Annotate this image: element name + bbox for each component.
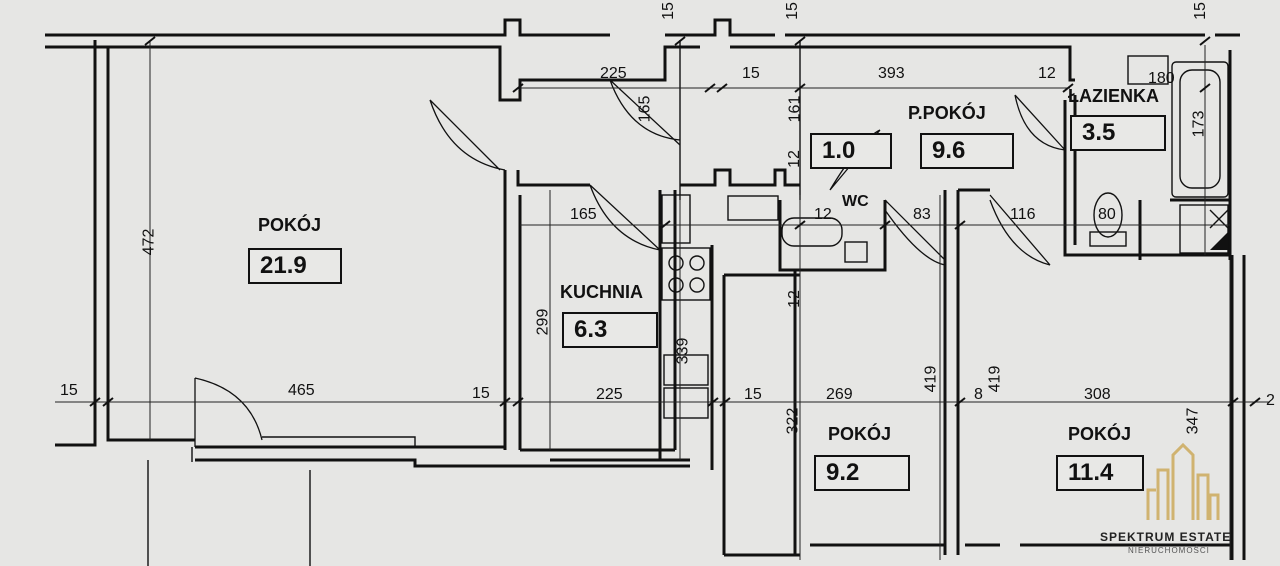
- brand-name: SPEKTRUM ESTATE: [1100, 530, 1232, 544]
- burner-2: [689, 255, 705, 271]
- door-corridor: [609, 79, 681, 146]
- boiler-marker: [1210, 232, 1228, 250]
- sink-icon: [1127, 55, 1169, 85]
- bathtub-icon: [1171, 61, 1229, 198]
- room-wc-name: WC: [842, 193, 869, 210]
- brand-tagline: NIERUCHOMOŚCI: [1128, 546, 1210, 555]
- dimension-ticks: [89, 36, 1261, 407]
- dim-80: 80: [1098, 206, 1116, 223]
- dim-line-verticals: [149, 40, 1231, 560]
- burner-4: [689, 277, 705, 293]
- room-living-area: 21.9: [248, 248, 342, 284]
- dim-465: 465: [288, 382, 315, 399]
- dim-225-kitchen: 225: [596, 386, 623, 403]
- door-room-right: [989, 194, 1051, 266]
- dim-12-top: 12: [1038, 65, 1056, 82]
- room-wc-area: 1.0: [810, 133, 892, 169]
- dim-15-living: 15: [472, 385, 490, 402]
- wall-mid-room: [724, 188, 990, 555]
- dim-322-vertical: 322: [784, 407, 802, 435]
- burner-1: [668, 255, 684, 271]
- dim-116: 116: [1010, 206, 1036, 223]
- room-living-name: POKÓJ: [258, 215, 322, 235]
- wall-bathroom: [1063, 95, 1230, 260]
- room-hall-area: 9.6: [920, 133, 1014, 169]
- dim-15-top-a: 15: [659, 2, 677, 20]
- dim-15-left: 15: [60, 382, 78, 399]
- door-bathroom: [1014, 94, 1066, 151]
- outer-wall-top: [45, 18, 1240, 37]
- cabinet-icon: [727, 195, 779, 221]
- fridge-icon: [661, 194, 691, 244]
- room-bathroom-area: 3.5: [1070, 115, 1166, 151]
- wall-right-outer: [1020, 255, 1246, 560]
- boiler-icon: [1179, 204, 1229, 254]
- dim-299-vertical: 299: [534, 308, 552, 336]
- dim-15-mid: 15: [744, 386, 762, 403]
- wall-corridor: [680, 168, 887, 272]
- room-kitchen-area: 6.3: [562, 312, 658, 348]
- toilet-icon: [1093, 192, 1123, 238]
- wall-bottom-mid: [724, 543, 1000, 557]
- dim-173-vertical: 173: [1190, 110, 1208, 138]
- dim-15-top: 15: [742, 65, 760, 82]
- balcony: [147, 436, 416, 566]
- door-living: [429, 99, 506, 171]
- dim-2: 2: [1266, 392, 1275, 409]
- dim-165-kitchen: 165: [570, 206, 597, 223]
- door-balcony: [194, 377, 263, 447]
- room-mid-name: POKÓJ: [828, 424, 892, 444]
- dim-12-vertical-1: 12: [785, 150, 803, 168]
- room-right-area: 11.4: [1056, 455, 1144, 491]
- door-kitchen: [589, 184, 661, 251]
- counter-2: [663, 387, 709, 419]
- wall-living-right: [503, 170, 590, 450]
- outer-wall-left: [55, 40, 195, 447]
- outer-wall-bottom: [195, 445, 690, 468]
- wall-kitchen-right: [658, 190, 726, 555]
- dim-308: 308: [1084, 386, 1111, 403]
- stove-icon: [661, 247, 711, 301]
- room-hall-name: P.POKÓJ: [908, 103, 986, 123]
- corridor-divider: [679, 40, 801, 200]
- dim-15-top-b: 15: [783, 2, 801, 20]
- dim-165-vertical: 165: [636, 95, 654, 123]
- dim-393: 393: [878, 65, 905, 82]
- counter-1: [663, 354, 709, 386]
- dim-225-top: 225: [600, 65, 627, 82]
- room-mid-area: 9.2: [814, 455, 910, 491]
- dim-8: 8: [974, 386, 983, 403]
- spektrum-estate-logo: [1146, 442, 1220, 520]
- dim-180: 180: [1148, 70, 1175, 87]
- dim-12-vertical-2: 12: [785, 290, 803, 308]
- wc-sink-icon: [844, 241, 868, 263]
- wc-toilet-icon: [781, 217, 843, 247]
- room-right-name: POKÓJ: [1068, 424, 1132, 444]
- burner-3: [668, 277, 684, 293]
- bathtub-inner: [1179, 69, 1221, 189]
- room-kitchen-name: KUCHNIA: [560, 282, 643, 302]
- dim-419-vertical-1: 419: [922, 365, 940, 393]
- dim-83: 83: [913, 206, 931, 223]
- dim-419-vertical-2: 419: [986, 365, 1004, 393]
- dim-line-top: [520, 87, 1230, 226]
- toilet-tank: [1089, 231, 1127, 247]
- dim-347-vertical: 347: [1184, 407, 1202, 435]
- dim-269: 269: [826, 386, 853, 403]
- room-bathroom-name: ŁAZIENKA: [1068, 86, 1159, 106]
- dim-12-wc: 12: [814, 206, 832, 223]
- dim-472-vertical: 472: [140, 228, 158, 256]
- dim-15-top-c: 15: [1191, 2, 1209, 20]
- dim-161-vertical: 161: [786, 95, 804, 123]
- dim-339-vertical: 339: [674, 337, 692, 365]
